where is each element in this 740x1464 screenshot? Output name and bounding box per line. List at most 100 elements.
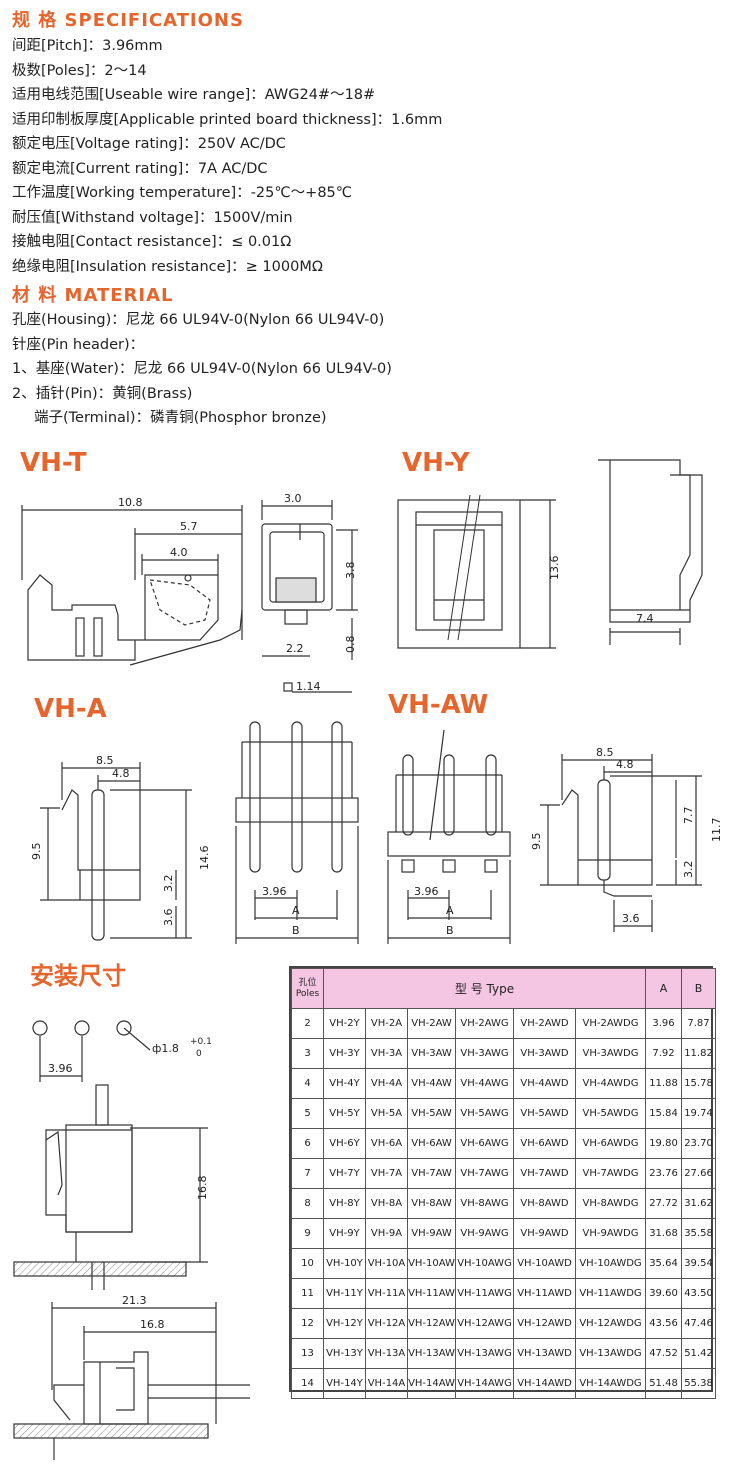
cell-model: VH-12AWD: [513, 1308, 576, 1339]
cell-model: VH-9AWD: [513, 1218, 576, 1249]
dim-vhy-side-width: 7.4: [636, 612, 654, 625]
model-label-vh-a: VH-A: [34, 694, 107, 724]
dim-vhaw-pitch: 3.96: [414, 885, 439, 898]
cell-dim-a: 47.52: [645, 1338, 683, 1369]
cell-model: VH-10AWG: [455, 1248, 514, 1279]
vh-a-header-front-drawing: [235, 682, 359, 944]
cell-model: VH-2A: [365, 1008, 408, 1039]
dim-vht-short: 4.0: [170, 546, 188, 559]
cell-model: VH-8AW: [407, 1188, 456, 1219]
cell-model: VH-2Y: [323, 1008, 366, 1039]
cell-dim-b: 11.82: [681, 1038, 717, 1069]
spec-insulation-resistance: 绝缘电阻[Insulation resistance]：≥ 1000MΩ: [12, 258, 323, 275]
dim-vha-3-6: 3.6: [162, 909, 175, 927]
cell-dim-b: 27.66: [681, 1158, 717, 1189]
cell-model: VH-3AW: [407, 1038, 456, 1069]
cell-model: VH-13AWG: [455, 1338, 514, 1369]
cell-model: VH-2AWG: [455, 1008, 514, 1039]
spec-withstand-voltage: 耐压值[Withstand voltage]：1500V/min: [12, 209, 293, 226]
dim-vht-bottom2: 0.8: [344, 636, 357, 654]
dim-vha-pitch: 3.96: [262, 885, 287, 898]
dim-vht-height: 3.8: [344, 562, 357, 580]
cell-model: VH-5A: [365, 1098, 408, 1129]
cell-model: VH-2AW: [407, 1008, 456, 1039]
vertical-mount-drawing: [13, 1084, 208, 1290]
cell-poles: 5: [291, 1098, 324, 1129]
cell-model: VH-10AWDG: [574, 1248, 647, 1279]
dim-vha-b: B: [292, 924, 300, 937]
cell-dim-a: 23.76: [645, 1158, 683, 1189]
dim-mount-width-total: 21.3: [122, 1294, 147, 1307]
cell-model: VH-10AW: [407, 1248, 456, 1279]
header-poles-en: Poles: [295, 988, 320, 999]
cell-model: VH-6Y: [323, 1128, 366, 1159]
cell-model: VH-8AWD: [513, 1188, 576, 1219]
cell-model: VH-7AWD: [513, 1158, 576, 1189]
cell-dim-a: 27.72: [645, 1188, 683, 1219]
cell-poles: 2: [291, 1008, 324, 1039]
cell-model: VH-5AWD: [513, 1098, 576, 1129]
header-poles: 孔位 Poles: [291, 968, 324, 1009]
cell-model: VH-4AW: [407, 1068, 456, 1099]
vh-a-header-side-drawing: [40, 762, 192, 941]
dim-mount-width-inner: 16.8: [140, 1318, 165, 1331]
cell-poles: 13: [291, 1338, 324, 1369]
dim-vhaw-7-7: 7.7: [682, 807, 695, 825]
cell-model: VH-3Y: [323, 1038, 366, 1069]
material-housing: 孔座(Housing)：尼龙 66 UL94V-0(Nylon 66 UL94V…: [12, 312, 385, 328]
cell-dim-b: 7.87: [681, 1008, 717, 1039]
header-b: B: [681, 968, 717, 1009]
dim-vha-square: 1.14: [296, 680, 321, 693]
dim-vht-bottom: 2.2: [286, 642, 304, 655]
spec-board-thickness: 适用印制板厚度[Applicable printed board thickne…: [12, 111, 443, 128]
dim-vhaw-mid: 4.8: [616, 758, 634, 771]
cell-model: VH-14Y: [323, 1368, 366, 1399]
cell-model: VH-10AWD: [513, 1248, 576, 1279]
cell-model: VH-11Y: [323, 1278, 366, 1309]
dim-hole-tol-down: 0: [196, 1049, 202, 1059]
dim-hole-tol-up: +0.1: [190, 1037, 212, 1047]
spec-current-rating: 额定电流[Current rating]：7A AC/DC: [12, 160, 268, 177]
cell-model: VH-5AWDG: [574, 1098, 647, 1129]
dim-vha-a: A: [292, 904, 300, 917]
cell-model: VH-7AW: [407, 1158, 456, 1189]
cell-model: VH-4AWDG: [574, 1068, 647, 1099]
cell-model: VH-7A: [365, 1158, 408, 1189]
header-a: A: [645, 968, 683, 1009]
cell-model: VH-13Y: [323, 1338, 366, 1369]
spec-contact-resistance: 接触电阻[Contact resistance]：≤ 0.01Ω: [12, 234, 292, 250]
cell-model: VH-9Y: [323, 1218, 366, 1249]
cell-dim-b: 15.78: [681, 1068, 717, 1099]
dim-vht-width: 10.8: [118, 496, 143, 509]
cell-model: VH-8AWG: [455, 1188, 514, 1219]
cell-poles: 10: [291, 1248, 324, 1279]
dim-vha-total: 14.6: [198, 846, 211, 871]
cell-model: VH-3AWG: [455, 1038, 514, 1069]
cell-model: VH-3AWD: [513, 1038, 576, 1069]
cell-model: VH-6AWG: [455, 1128, 514, 1159]
cell-model: VH-8AWDG: [574, 1188, 647, 1219]
material-pin: 2、插针(Pin)：黄铜(Brass): [12, 385, 193, 402]
install-dimensions-heading: 安装尺寸: [30, 962, 126, 990]
cell-model: VH-13AW: [407, 1338, 456, 1369]
cell-dim-b: 19.74: [681, 1098, 717, 1129]
cell-poles: 4: [291, 1068, 324, 1099]
pcb-hole-pattern-drawing: [32, 1020, 151, 1082]
vh-t-terminal-side-drawing: [21, 505, 243, 666]
material-terminal: 端子(Terminal)：磷青铜(Phosphor bronze): [34, 410, 327, 426]
material-heading: 材 料 MATERIAL: [12, 285, 174, 306]
dim-mount-height: 16.8: [196, 1176, 209, 1201]
cell-dim-a: 19.80: [645, 1128, 683, 1159]
cell-dim-b: 39.54: [681, 1248, 717, 1279]
cell-dim-b: 31.62: [681, 1188, 717, 1219]
cell-poles: 14: [291, 1368, 324, 1399]
cell-poles: 8: [291, 1188, 324, 1219]
